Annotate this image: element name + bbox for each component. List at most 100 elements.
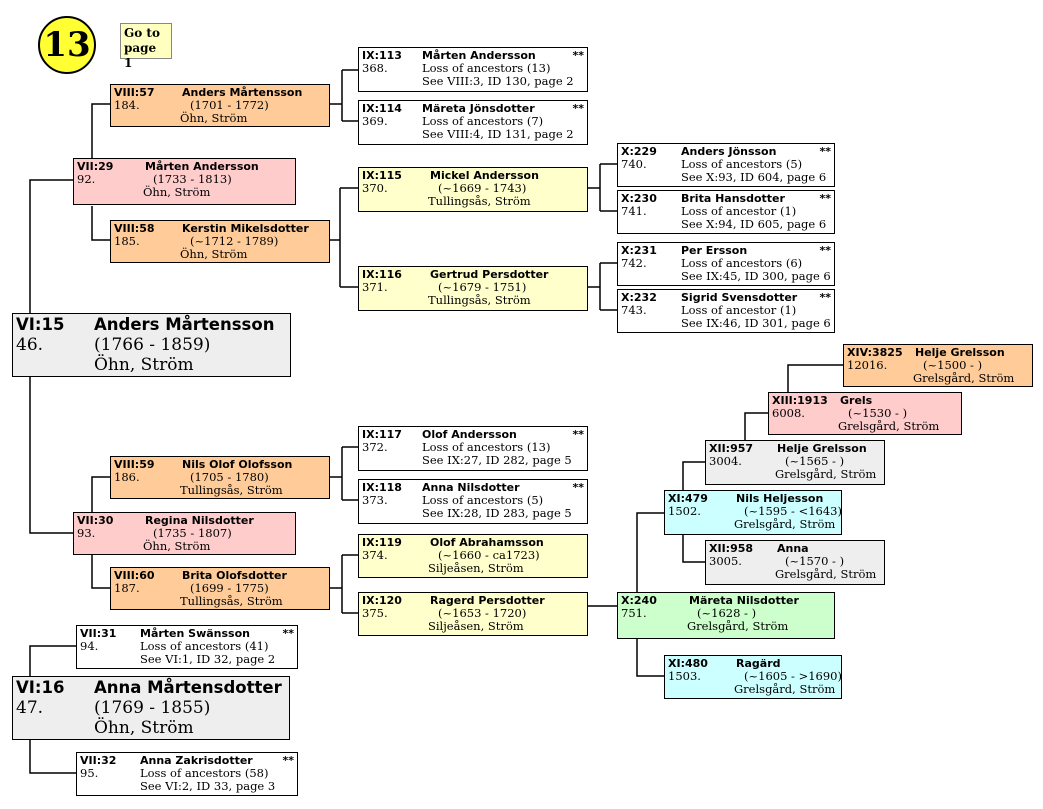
ancestor-number: 3005.	[709, 554, 742, 568]
loss-of-ancestors: Loss of ancestors (58)	[140, 766, 269, 780]
generation-code: VIII:57	[114, 86, 155, 99]
see-reference: See X:93, ID 604, page 6	[681, 170, 827, 184]
generation-code: VII:29	[77, 160, 114, 173]
person-name: Anders Mårtensson	[94, 315, 275, 334]
ancestor-number: 187.	[114, 581, 140, 595]
place-name: Grelsgård, Ström	[838, 419, 940, 433]
see-reference: See X:94, ID 605, page 6	[681, 217, 827, 231]
person-name: Sigrid Svensdotter	[681, 291, 798, 304]
loss-of-ancestors: Loss of ancestor (1)	[681, 303, 797, 317]
person-name: Olof Andersson	[422, 428, 517, 441]
see-reference: See VIII:4, ID 131, page 2	[422, 127, 574, 141]
life-dates: (1705 - 1780)	[190, 470, 269, 484]
ancestor-number: 369.	[362, 114, 388, 128]
life-dates: (~1605 - >1690)	[744, 669, 842, 683]
person-name: Mickel Andersson	[430, 169, 539, 182]
place-name: Öhn, Ström	[94, 718, 194, 738]
generation-code: IX:114	[362, 102, 402, 115]
life-dates: (1769 - 1855)	[94, 698, 211, 718]
stars-marker: **	[282, 754, 294, 767]
person-name: Märeta Nilsdotter	[689, 594, 799, 607]
place-name: Öhn, Ström	[143, 185, 211, 199]
ancestor-number: 374.	[362, 548, 388, 562]
see-reference: See IX:27, ID 282, page 5	[422, 453, 572, 467]
person-name: Regina Nilsdotter	[145, 514, 254, 527]
place-name: Grelsgård, Ström	[913, 371, 1015, 385]
place-name: Öhn, Ström	[180, 111, 248, 125]
ancestor-number: 3004.	[709, 454, 742, 468]
stars-marker: **	[819, 145, 831, 158]
life-dates: (1733 - 1813)	[153, 172, 232, 186]
person-name: Kerstin Mikelsdotter	[182, 222, 309, 235]
generation-code: XI:479	[668, 492, 708, 505]
life-dates: (1766 - 1859)	[94, 335, 211, 355]
loss-of-ancestors: Loss of ancestors (7)	[422, 114, 544, 128]
ancestor-number: 372.	[362, 440, 388, 454]
loss-of-ancestors: Loss of ancestors (6)	[681, 256, 803, 270]
generation-code: IX:113	[362, 49, 402, 62]
stars-marker: **	[819, 291, 831, 304]
loss-of-ancestors: Loss of ancestors (5)	[681, 157, 803, 171]
stars-marker: **	[572, 481, 584, 494]
person-name: Grels	[840, 394, 873, 407]
life-dates: (~1570 - )	[785, 554, 845, 568]
see-reference: See IX:46, ID 301, page 6	[681, 316, 831, 330]
generation-code: VIII:59	[114, 458, 155, 471]
ancestor-number: 92.	[77, 172, 96, 186]
place-name: Öhn, Ström	[94, 355, 194, 375]
place-name: Siljeåsen, Ström	[428, 561, 524, 575]
ancestor-number: 12016.	[847, 358, 888, 372]
go-to-page-1-button[interactable]: Go to page 1	[120, 23, 172, 70]
person-name: Mårten Swänsson	[140, 627, 250, 640]
ancestor-number: 742.	[621, 256, 647, 270]
stars-marker: **	[572, 102, 584, 115]
person-box-vi-15[interactable]: VI:15 Anders Mårtensson 46. (1766 - 1859)Öh…	[12, 313, 291, 377]
life-dates: (~1653 - 1720)	[438, 606, 527, 620]
person-name: Anders Jönsson	[681, 145, 777, 158]
place-name: Grelsgård, Ström	[687, 619, 789, 633]
see-reference: See IX:45, ID 300, page 6	[681, 269, 831, 283]
life-dates: (~1679 - 1751)	[438, 280, 527, 294]
stars-marker: **	[819, 244, 831, 257]
place-name: Grelsgård, Ström	[734, 517, 836, 531]
ancestor-number: 741.	[621, 204, 647, 218]
loss-of-ancestors: Loss of ancestor (1)	[681, 204, 797, 218]
ancestor-number: 184.	[114, 98, 140, 112]
generation-code: XII:958	[709, 542, 754, 555]
see-reference: See VI:1, ID 32, page 2	[140, 652, 276, 666]
stars-marker: **	[282, 627, 294, 640]
ancestor-number: 46.	[16, 335, 44, 355]
go-to-label-line2: page 1	[124, 41, 157, 70]
ancestor-number: 373.	[362, 493, 388, 507]
generation-code: VI:15	[16, 315, 65, 334]
generation-code: XI:480	[668, 657, 708, 670]
